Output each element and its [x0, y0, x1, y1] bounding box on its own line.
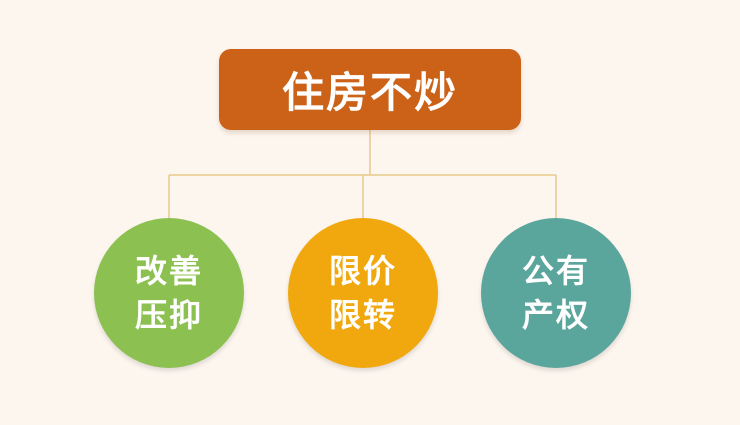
child-node-3-line-2: 产权: [521, 296, 590, 334]
root-node-label: 住房不炒: [281, 68, 458, 117]
child-node-1: 改善 压抑: [94, 218, 244, 368]
child-node-1-line-1: 改善: [134, 252, 203, 290]
child-node-2-line-2: 限转: [328, 296, 397, 334]
child-node-2: 限价 限转: [288, 218, 438, 368]
child-node-3-line-1: 公有: [521, 252, 590, 290]
root-node: 住房不炒: [219, 49, 521, 130]
child-node-1-line-2: 压抑: [134, 296, 203, 334]
child-node-3: 公有 产权: [481, 218, 631, 368]
child-node-2-line-1: 限价: [328, 252, 397, 290]
